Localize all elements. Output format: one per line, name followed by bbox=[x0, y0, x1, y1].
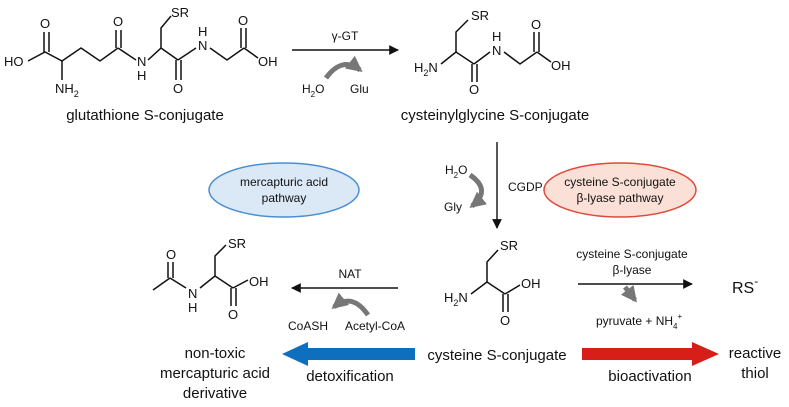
ggt-glu: Glu bbox=[350, 82, 369, 96]
atom-h-3: H bbox=[492, 29, 501, 44]
betalyase-pathway-line-1: cysteine S-conjugate bbox=[564, 175, 676, 189]
cgdp-cofactor-arrow bbox=[468, 172, 487, 209]
atom-o-8: O bbox=[166, 247, 176, 262]
ggt-cofactor-arrow bbox=[323, 55, 363, 80]
atom-h-1: H bbox=[137, 68, 146, 83]
atom-n-4: N bbox=[188, 286, 197, 301]
lyase-reaction: cysteine S-conjugate β-lyase pyruvate + … bbox=[576, 247, 693, 331]
mercapturic-structure: O N H SR OH O bbox=[152, 236, 269, 322]
betalyase-pathway-badge: cysteine S-conjugate β-lyase pathway bbox=[543, 162, 697, 218]
thiol-label: thiol bbox=[741, 365, 769, 382]
atom-sr-4: SR bbox=[228, 236, 246, 251]
atom-nh2: NH2 bbox=[55, 81, 79, 99]
cysteinylglycine-label: cysteinylglycine S-conjugate bbox=[401, 107, 589, 124]
atom-sr-1: SR bbox=[171, 5, 189, 20]
ggt-reaction: γ-GT H2O Glu bbox=[292, 29, 399, 99]
lyase-enzyme-line-1: cysteine S-conjugate bbox=[576, 247, 688, 261]
atom-o-3: O bbox=[173, 81, 183, 96]
atom-sr-3: SR bbox=[500, 238, 518, 253]
atom-n-3: N bbox=[492, 43, 501, 58]
atom-oh-1: OH bbox=[258, 54, 278, 69]
atom-h-2: H bbox=[198, 24, 207, 39]
nat-enzyme-label: NAT bbox=[338, 267, 362, 281]
nat-acetyl-coa: Acetyl-CoA bbox=[345, 319, 405, 333]
atom-h-4: H bbox=[188, 300, 197, 315]
ggt-enzyme-label: γ-GT bbox=[332, 29, 359, 43]
atom-h2n-3: H2N bbox=[444, 290, 468, 308]
cysteine-label: cysteine S-conjugate bbox=[427, 347, 566, 364]
reactive-label: reactive bbox=[729, 345, 782, 362]
atom-o-6: O bbox=[531, 17, 541, 32]
atom-o-1: O bbox=[40, 16, 50, 31]
mercapturic-pathway-ellipse bbox=[208, 162, 360, 218]
mercapturic-name-line-1: mercapturic acid bbox=[160, 365, 270, 382]
atom-n-1: N bbox=[137, 54, 146, 69]
atom-o-7: O bbox=[500, 313, 510, 328]
mercapturic-pathway-badge: mercapturic acid pathway bbox=[208, 162, 360, 218]
atom-sr-2: SR bbox=[471, 8, 489, 23]
betalyase-pathway-line-2: β-lyase pathway bbox=[577, 191, 664, 205]
non-toxic-label: non-toxic bbox=[185, 345, 246, 362]
atom-o-5: O bbox=[469, 82, 479, 97]
lyase-product-arrow bbox=[620, 284, 637, 303]
nat-cofactor-arrow bbox=[331, 292, 371, 317]
ggt-water: H2O bbox=[302, 82, 324, 99]
atom-ho: HO bbox=[4, 54, 24, 69]
thiol-formula: RS- bbox=[732, 274, 758, 297]
atom-oh-3: OH bbox=[521, 276, 541, 291]
betalyase-pathway-ellipse bbox=[543, 162, 697, 218]
atom-oh-4: OH bbox=[249, 274, 269, 289]
atom-n-2: N bbox=[198, 38, 207, 53]
detox-arrow bbox=[282, 342, 415, 366]
glutathione-label: glutathione S-conjugate bbox=[66, 107, 224, 124]
lyase-products: pyruvate + NH4+ bbox=[596, 312, 683, 331]
mercapturic-pathway-line-1: mercapturic acid bbox=[240, 175, 328, 189]
detox-label: detoxification bbox=[306, 368, 394, 385]
cgdp-enzyme-label: CGDP bbox=[508, 180, 543, 194]
cgdp-gly: Gly bbox=[444, 200, 462, 214]
cgdp-reaction: H2O Gly CGDP bbox=[444, 142, 543, 229]
atom-h2n-2: H2N bbox=[414, 60, 438, 78]
mercapturic-pathway-line-2: pathway bbox=[262, 191, 307, 205]
atom-o-4: O bbox=[238, 13, 248, 28]
nat-coash: CoASH bbox=[288, 319, 328, 333]
cysteinylglycine-structure: H2N SR O N H O OH bbox=[414, 8, 571, 97]
nat-reaction: NAT CoASH Acetyl-CoA bbox=[288, 267, 405, 333]
glutathione-structure: HO O NH2 O N H SR O N H O OH bbox=[4, 5, 278, 99]
cysteine-structure: H2N SR O OH bbox=[444, 238, 541, 328]
bioactivation-arrow bbox=[582, 342, 719, 366]
atom-o-9: O bbox=[228, 307, 238, 322]
cgdp-water: H2O bbox=[445, 163, 467, 180]
bioactivation-label: bioactivation bbox=[608, 368, 691, 385]
atom-oh-2: OH bbox=[551, 58, 571, 73]
lyase-enzyme-line-2: β-lyase bbox=[613, 263, 652, 277]
atom-o-2: O bbox=[113, 14, 123, 29]
mercapturic-name-line-2: derivative bbox=[183, 385, 247, 402]
